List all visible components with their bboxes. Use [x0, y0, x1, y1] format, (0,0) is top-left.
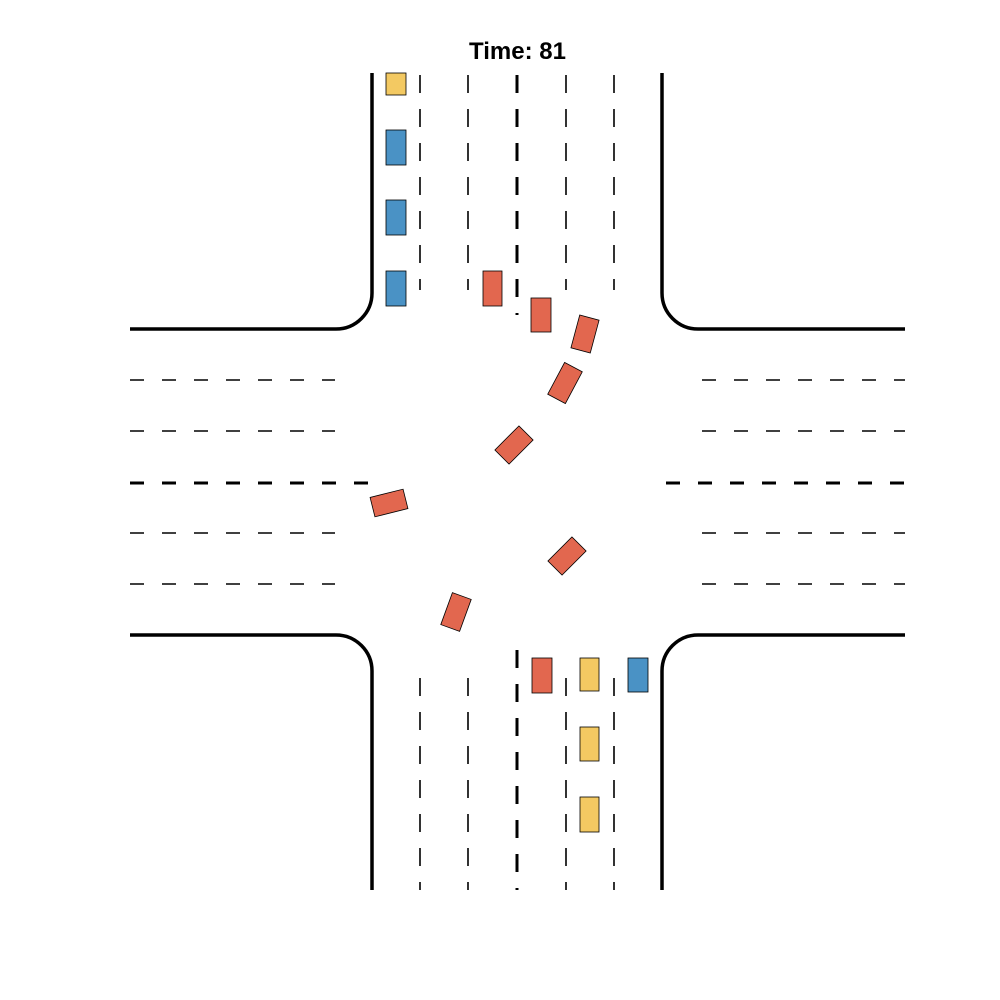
car-red: [440, 592, 472, 632]
car-yellow: [579, 796, 600, 833]
car-red: [369, 488, 409, 518]
curb-bottom-right: [660, 633, 905, 890]
time-title: Time: 81: [469, 38, 566, 65]
car-red: [547, 361, 583, 405]
vehicles: [369, 72, 649, 833]
car-yellow: [385, 72, 407, 96]
car-yellow: [579, 657, 600, 692]
car-blue: [627, 657, 649, 693]
car-blue: [385, 129, 407, 166]
curb-top-left: [130, 73, 374, 331]
road-markings: [130, 73, 905, 890]
car-blue: [385, 199, 407, 236]
car-red: [482, 270, 503, 307]
car-red: [530, 297, 552, 333]
car-yellow: [579, 726, 600, 762]
car-blue: [385, 270, 407, 307]
curb-top-right: [660, 73, 905, 331]
car-red: [531, 657, 553, 694]
curb-bottom-left: [130, 633, 374, 890]
car-red: [494, 425, 534, 465]
car-red: [570, 314, 600, 354]
car-red: [547, 536, 587, 576]
